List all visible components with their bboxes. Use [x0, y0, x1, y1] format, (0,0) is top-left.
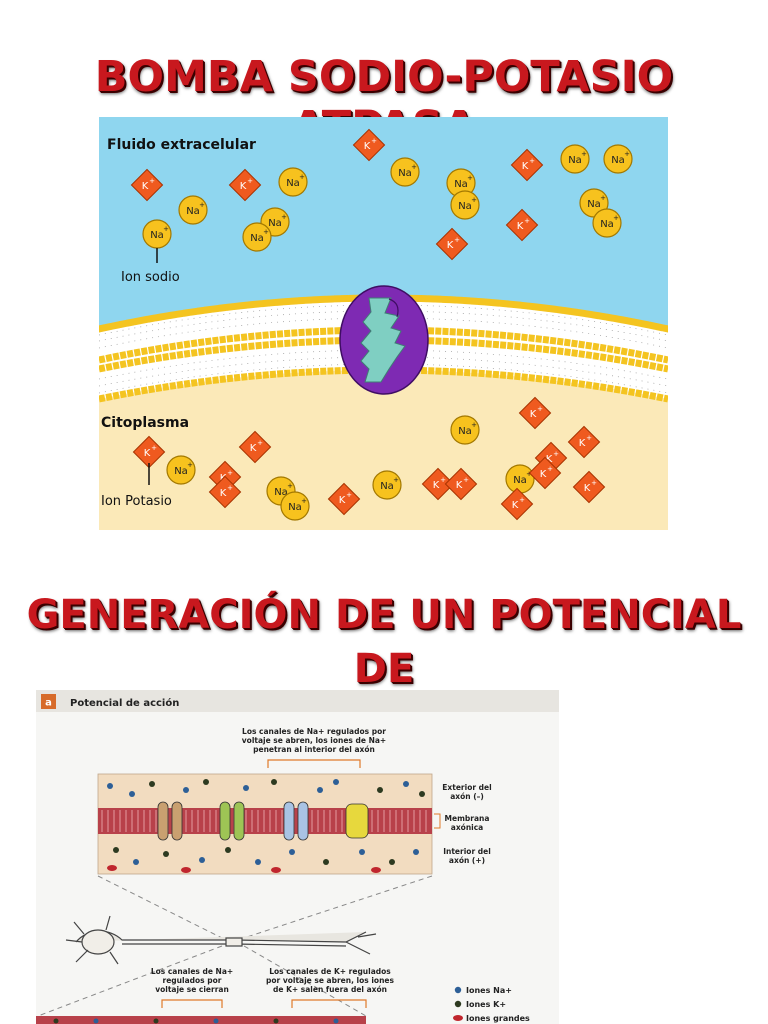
legend-na: Iones Na+: [466, 986, 512, 995]
note-na-close-1: Los canales de Na+: [151, 967, 233, 976]
axon-ions: [107, 779, 425, 873]
panel-letter-box: [41, 694, 56, 709]
axon-segment-2-ions: [53, 1018, 339, 1024]
note-k-open-2: por voltaje se abren, los iones: [266, 976, 394, 985]
action-title-line1: GENERACIÓN DE UN POTENCIAL DE: [26, 592, 742, 692]
svg-text:penetran al interior del axón: penetran al interior del axón: [253, 745, 375, 754]
note-na-close-2: regulados por: [163, 976, 222, 985]
membrane-label-2: axónica: [451, 823, 483, 832]
note-k-open-3: de K+ salen fuera del axón: [273, 985, 387, 994]
svg-text:voltaje se abren, los iones de: voltaje se abren, los iones de Na+: [242, 736, 386, 745]
panel-title: Potencial de acción: [70, 697, 179, 709]
panel-letter: a: [45, 698, 52, 709]
axon-segment: [97, 773, 433, 875]
note-top: Los canales de Na+ regulados por voltaje…: [242, 727, 386, 754]
note-na-close-3: voltaje se cierran: [155, 985, 229, 994]
svg-text:Los canales de Na+ regulados p: Los canales de Na+ regulados por: [242, 727, 386, 736]
sodium-ion-label: Ion sodio: [121, 270, 180, 285]
legend-k: Iones K+: [466, 1000, 506, 1009]
zoom-guides: [37, 875, 433, 1017]
extracellular-label: Fluido extracelular: [107, 137, 256, 153]
legend: Iones Na+ Iones K+ Iones grandes: [453, 986, 530, 1023]
neuron: [65, 915, 377, 965]
action-potential-figure: a Potencial de acción Los canales de Na+…: [36, 690, 559, 1024]
note-k-open-1: Los canales de K+ regulados: [269, 967, 391, 976]
interior-label-1: Interior del: [443, 847, 491, 856]
ion-channels: [157, 801, 369, 841]
legend-large: Iones grandes: [466, 1014, 530, 1023]
lipid-tails: [99, 304, 668, 394]
interior-label-2: axón (+): [449, 856, 485, 865]
cytoplasm-label: Citoplasma: [101, 415, 189, 431]
sodium-potassium-pump-figure: Na + K + Fluido extrac: [99, 117, 668, 530]
pump-protein: [339, 285, 429, 395]
exterior-label-1: Exterior del: [442, 783, 491, 792]
exterior-label-2: axón (–): [450, 792, 484, 801]
potassium-ion-label: Ion Potasio: [101, 494, 172, 509]
membrane-label-1: Membrana: [445, 814, 490, 823]
